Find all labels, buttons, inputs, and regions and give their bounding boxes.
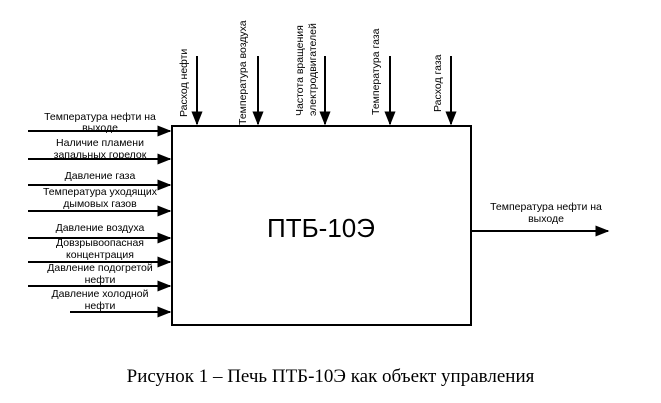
left-input-label: Довзрывоопасная — [56, 237, 144, 249]
top-input-label: Температура газа — [370, 28, 382, 115]
left-input-label: выходе — [82, 122, 118, 134]
top-input-label: Частота вращения — [294, 25, 306, 116]
top-input-label: Расход газа — [432, 54, 444, 112]
top-input-label: Температура воздуха — [237, 20, 249, 125]
left-input-label: Давление холодной — [52, 288, 149, 300]
left-input-label: запальных горелок — [54, 149, 147, 161]
left-input-label: Давление подогретой — [47, 262, 153, 274]
left-input-label: Давление газа — [65, 170, 136, 182]
left-input-label: концентрация — [66, 249, 134, 261]
top-input-label: Расход нефти — [178, 49, 190, 117]
left-input-label: нефти — [85, 274, 116, 286]
figure-caption: Рисунок 1 – Печь ПТБ-10Э как объект упра… — [126, 366, 535, 387]
output-label: выходе — [528, 213, 564, 225]
left-input-label: дымовых газов — [63, 198, 137, 210]
ptb-block — [171, 125, 472, 326]
block-title: ПТБ-10Э — [267, 213, 375, 243]
top-input-label: электродвигателей — [307, 23, 319, 116]
left-input-label: Температура уходящих — [43, 186, 158, 198]
left-input-label: Температура нефти на — [44, 111, 156, 123]
left-input-label: Давление воздуха — [56, 222, 145, 234]
output-label: Температура нефти на — [490, 201, 602, 213]
left-input-label: нефти — [85, 300, 116, 312]
left-input-label: Наличие пламени — [56, 137, 144, 149]
